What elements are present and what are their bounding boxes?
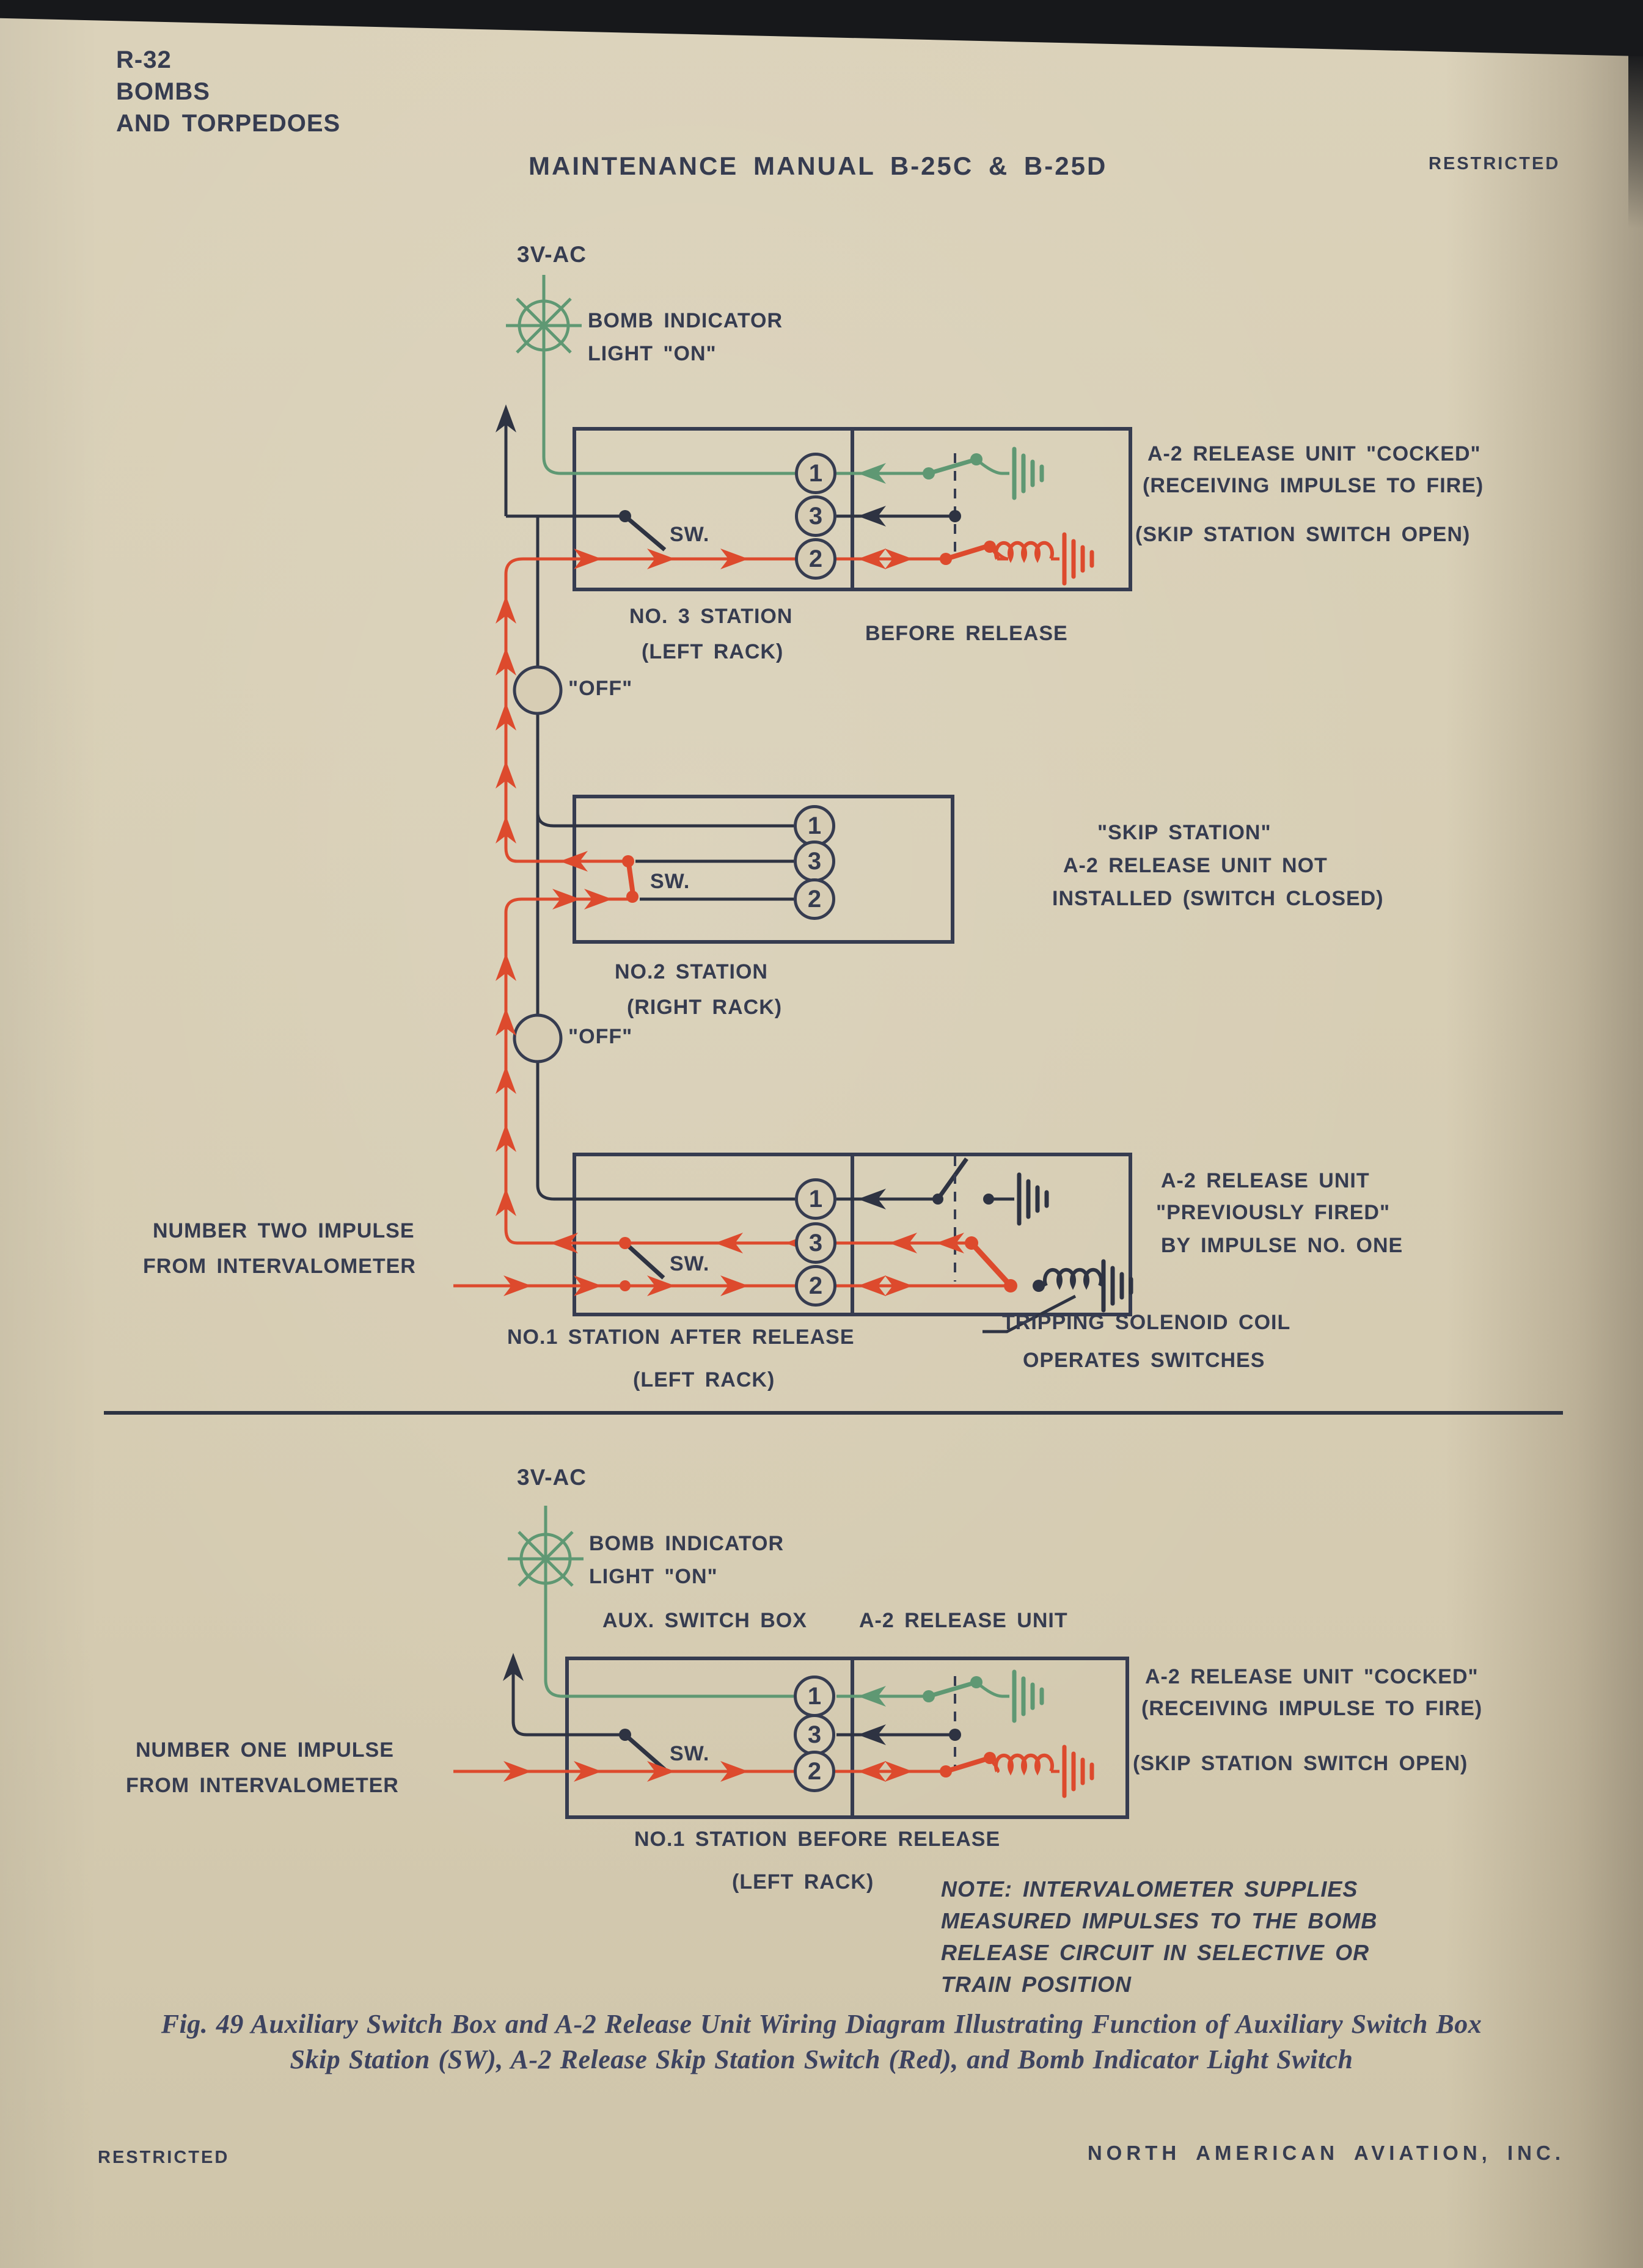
tripping-solenoid-label-line1: TRIPPING SOLENOID COIL [1002, 1311, 1291, 1334]
terminal-circle-1: 1 [794, 805, 835, 847]
off-switch-circle [513, 1013, 563, 1063]
bomb-indicator-label-line2: LIGHT "ON" [589, 1565, 718, 1588]
aux-switch-box-label: AUX. SWITCH BOX [602, 1609, 807, 1632]
terminal-circle-1: 1 [794, 1675, 835, 1717]
classification-bottom: RESTRICTED [98, 2148, 230, 2167]
header-section-code: R-32 [116, 46, 172, 73]
station-box-outlines [565, 427, 1132, 1819]
cocked-note-line2: (RECEIVING IMPULSE TO FIRE) [1141, 1697, 1483, 1720]
station3-state-label: BEFORE RELEASE [865, 622, 1068, 645]
indicator-lamp-circuit [542, 275, 1009, 1699]
station1-before-name-label: NO.1 STATION BEFORE RELEASE [634, 1828, 1001, 1851]
impulse-two-label-line1: NUMBER TWO IMPULSE [153, 1219, 415, 1242]
terminal-circle-3: 3 [794, 1714, 835, 1756]
impulse-two-label-line2: FROM INTERVALOMETER [143, 1255, 416, 1278]
header-section-line2: BOMBS [116, 78, 210, 105]
skip-switch-label: SW. [650, 870, 690, 893]
intervalometer-note-line4: TRAIN POSITION [941, 1972, 1132, 1997]
station1-before-rack-label: (LEFT RACK) [732, 1870, 874, 1894]
previously-fired-note-line2: "PREVIOUSLY FIRED" [1156, 1201, 1391, 1224]
intervalometer-note-line2: MEASURED IMPULSES TO THE BOMB [941, 1908, 1378, 1933]
figure-caption-line1: Fig. 49 Auxiliary Switch Box and A-2 Rel… [161, 2009, 1482, 2039]
solenoid-coil-icon [996, 1756, 1052, 1771]
classification-top: RESTRICTED [1429, 154, 1561, 173]
bomb-indicator-label-line1: BOMB INDICATOR [588, 309, 783, 332]
tripping-solenoid-label-line2: OPERATES SWITCHES [1023, 1349, 1265, 1372]
terminal-circle-2: 2 [795, 538, 836, 580]
red-contact-dots [619, 541, 1017, 1778]
skip-station-note-line1: "SKIP STATION" [1097, 821, 1272, 844]
terminal-circle-2: 2 [795, 1265, 836, 1307]
terminal-circle-2: 2 [794, 1751, 835, 1792]
ground-symbol [1019, 1175, 1047, 1223]
skip-station-note-line2: A-2 RELEASE UNIT NOT [1063, 854, 1328, 877]
cocked-note-line1: A-2 RELEASE UNIT "COCKED" [1147, 442, 1481, 465]
station1-after-rack-label: (LEFT RACK) [633, 1368, 775, 1391]
supply-voltage-label: 3V-AC [517, 242, 587, 267]
station3-rack-label: (LEFT RACK) [642, 640, 784, 663]
impulse-one-label-line2: FROM INTERVALOMETER [126, 1774, 399, 1797]
bomb-indicator-lamp-icon [506, 288, 582, 363]
green-contact-dots [923, 453, 983, 1702]
terminal-circle-3: 3 [795, 495, 836, 537]
cocked-note-line1: A-2 RELEASE UNIT "COCKED" [1145, 1665, 1479, 1688]
intervalometer-note-line3: RELEASE CIRCUIT IN SELECTIVE OR [941, 1940, 1370, 1965]
supply-voltage-label: 3V-AC [517, 1465, 587, 1490]
impulse-one-label-line1: NUMBER ONE IMPULSE [136, 1738, 394, 1762]
header-section-line3: AND TORPEDOES [116, 110, 341, 137]
cocked-note-line2: (RECEIVING IMPULSE TO FIRE) [1143, 474, 1484, 497]
terminal-circle-3: 3 [795, 1222, 836, 1264]
skip-open-note: (SKIP STATION SWITCH OPEN) [1135, 523, 1471, 546]
bomb-indicator-lamp-icon [508, 1521, 584, 1597]
ground-symbol [1064, 1747, 1092, 1796]
skip-station-note-line3: INSTALLED (SWITCH CLOSED) [1052, 887, 1384, 910]
station-bus-circuit [104, 410, 1563, 1771]
bomb-indicator-label-line1: BOMB INDICATOR [589, 1532, 785, 1555]
bomb-indicator-label-line2: LIGHT "ON" [588, 342, 717, 365]
skip-switch-label: SW. [670, 1252, 710, 1275]
terminal-circle-2: 2 [794, 878, 835, 920]
terminal-circle-3: 3 [794, 840, 835, 882]
previously-fired-note-line1: A-2 RELEASE UNIT [1161, 1169, 1370, 1192]
skip-switch-label: SW. [670, 523, 710, 546]
station2-rack-label: (RIGHT RACK) [627, 996, 783, 1019]
station1-after-name-label: NO.1 STATION AFTER RELEASE [507, 1325, 855, 1349]
a2-release-unit-label: A-2 RELEASE UNIT [859, 1609, 1068, 1632]
terminal-circle-1: 1 [795, 1178, 836, 1220]
tripping-solenoid-coil-icon [1045, 1270, 1101, 1286]
ground-symbol [1103, 1261, 1131, 1310]
scan-right-edge [1628, 51, 1643, 228]
ground-symbol [1014, 1672, 1042, 1721]
terminal-circle-1: 1 [795, 453, 836, 494]
intervalometer-note-line1: NOTE: INTERVALOMETER SUPPLIES [941, 1876, 1358, 1902]
publisher-name: NORTH AMERICAN AVIATION, INC. [1087, 2142, 1565, 2164]
ground-symbol [1014, 449, 1042, 498]
page-title: MAINTENANCE MANUAL B-25C & B-25D [529, 151, 1108, 180]
station3-name-label: NO. 3 STATION [629, 605, 793, 628]
black-contact-dots [619, 510, 1045, 1741]
previously-fired-note-line3: BY IMPULSE NO. ONE [1161, 1234, 1403, 1257]
station2-name-label: NO.2 STATION [615, 960, 768, 983]
skip-open-note: (SKIP STATION SWITCH OPEN) [1133, 1752, 1468, 1775]
off-switch-circle [513, 665, 563, 715]
off-switch-label: "OFF" [568, 1025, 633, 1048]
figure-caption-line2: Skip Station (SW), A-2 Release Skip Stat… [290, 2044, 1353, 2074]
skip-switch-label: SW. [670, 1742, 710, 1765]
off-switch-label: "OFF" [568, 677, 633, 700]
ground-symbol [1064, 534, 1092, 583]
